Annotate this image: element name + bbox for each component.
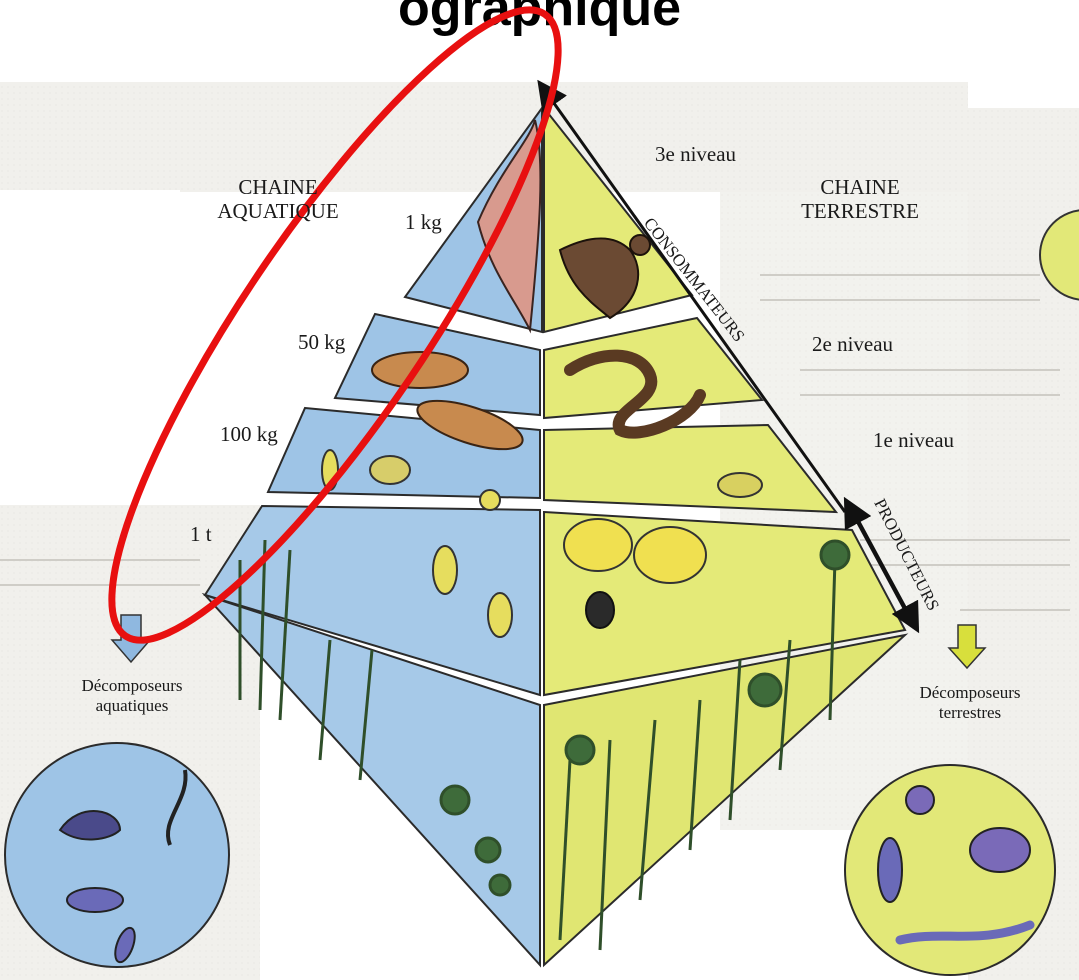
mass-100kg-label: 100 kg: [220, 422, 278, 446]
level-3-label: 3e niveau: [655, 142, 736, 166]
mass-1kg-label: 1 kg: [405, 210, 442, 234]
decomposers-aquatic-label: Décomposeurs aquatiques: [62, 676, 202, 715]
chain-aquatic-label: CHAINE AQUATIQUE: [208, 175, 348, 223]
mass-50kg-label: 50 kg: [298, 330, 345, 354]
level-1-label: 1e niveau: [873, 428, 954, 452]
level-2-label: 2e niveau: [812, 332, 893, 356]
chain-terrestrial-label: CHAINE TERRESTRE: [790, 175, 930, 223]
aquatic-decomposers-circle: [5, 743, 229, 967]
decomposers-terrestrial-label: Décomposeurs terrestres: [900, 683, 1040, 722]
terrestrial-decomposers-circle: [845, 765, 1055, 975]
mass-1t-label: 1 t: [190, 522, 212, 546]
